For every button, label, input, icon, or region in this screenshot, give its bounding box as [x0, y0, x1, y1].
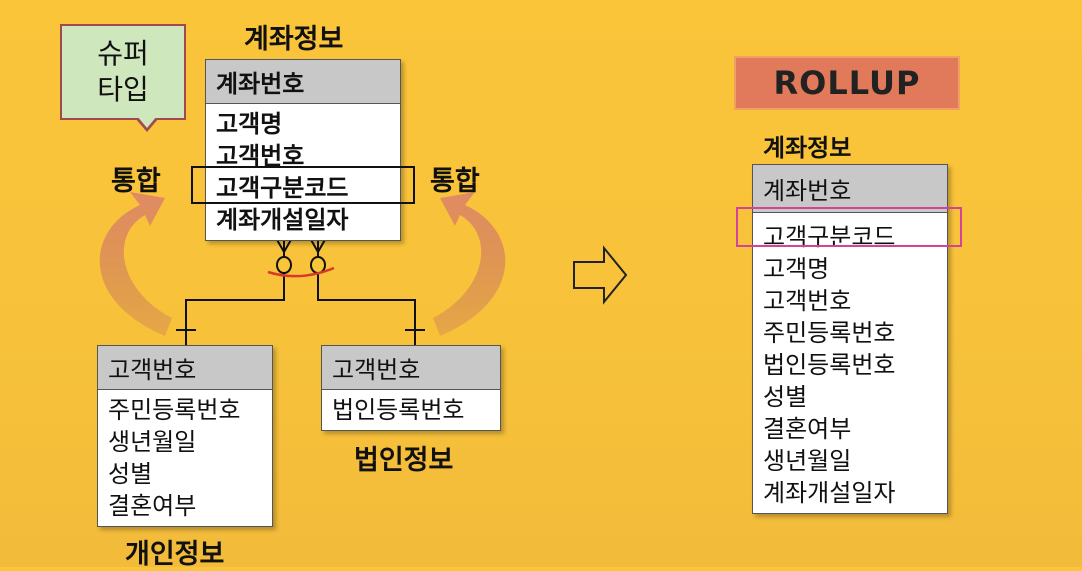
integrate-left-curved-arrow [99, 192, 172, 336]
crows-foot-corporate [309, 237, 327, 274]
rollup-customer-type-code-highlight [736, 207, 962, 247]
integrate-right-curved-arrow [433, 192, 506, 336]
corporate-attr: 법인등록번호 [332, 396, 465, 424]
relation-line-individual [185, 238, 285, 345]
individual-attr: 생년월일 [108, 428, 197, 456]
transform-arrow [573, 245, 628, 305]
account-title: 계좌정보 [244, 24, 344, 55]
customer-type-code-highlight [191, 166, 415, 204]
rollup-account-attr: 고객번호 [763, 287, 852, 315]
exclusive-arc [267, 266, 335, 278]
bubble-tail-fill [137, 116, 157, 128]
integrate-label-right: 통합 [430, 166, 480, 197]
individual-pk: 고객번호 [98, 346, 272, 390]
account-pk: 계좌번호 [206, 60, 400, 104]
rollup-account-title: 계좌정보 [763, 134, 852, 162]
rollup-account-attr: 고객명 [763, 255, 830, 283]
rollup-account-attr: 생년월일 [763, 447, 852, 475]
individual-entity: 고객번호 주민등록번호 생년월일 성별 결혼여부 [97, 345, 273, 527]
integrate-label-left: 통합 [111, 166, 161, 197]
account-attr: 고객번호 [216, 142, 305, 170]
rollup-account-attr: 결혼여부 [763, 415, 852, 443]
rollup-account-attr: 주민등록번호 [763, 319, 896, 347]
rollup-account-entity: 계좌번호 고객구분코드 고객명 고객번호 주민등록번호 법인등록번호 성별 결혼… [752, 164, 948, 514]
rollup-account-attr: 성별 [763, 383, 808, 411]
account-attr: 고객명 [216, 110, 283, 138]
individual-attrs: 주민등록번호 생년월일 성별 결혼여부 [98, 390, 272, 526]
individual-attr: 주민등록번호 [108, 396, 241, 424]
account-attr: 고객구분코드 [216, 174, 349, 202]
super-type-line-2: 타입 [97, 73, 149, 106]
super-type-bubble: 슈퍼 타입 [60, 24, 186, 120]
corporate-title: 법인정보 [354, 445, 454, 476]
account-attrs: 고객명 고객번호 고객구분코드 계좌개설일자 [206, 104, 400, 240]
rollup-account-attr: 법인등록번호 [763, 351, 896, 379]
super-type-line-1: 슈퍼 [97, 37, 149, 70]
rollup-label: ROLLUP [734, 56, 960, 110]
individual-title: 개인정보 [125, 539, 225, 570]
individual-attr: 결혼여부 [108, 492, 197, 520]
rollup-account-attrs: 고객구분코드 고객명 고객번호 주민등록번호 법인등록번호 성별 결혼여부 생년… [753, 213, 947, 513]
rollup-account-attr: 계좌개설일자 [763, 479, 896, 507]
account-entity: 계좌번호 고객명 고객번호 고객구분코드 계좌개설일자 [205, 59, 401, 241]
corporate-attrs: 법인등록번호 [322, 390, 500, 430]
rollup-account-pk: 계좌번호 [753, 165, 947, 213]
individual-attr: 성별 [108, 460, 153, 488]
account-attr: 계좌개설일자 [216, 206, 349, 234]
corporate-pk: 고객번호 [322, 346, 500, 390]
corporate-entity: 고객번호 법인등록번호 [321, 345, 501, 431]
